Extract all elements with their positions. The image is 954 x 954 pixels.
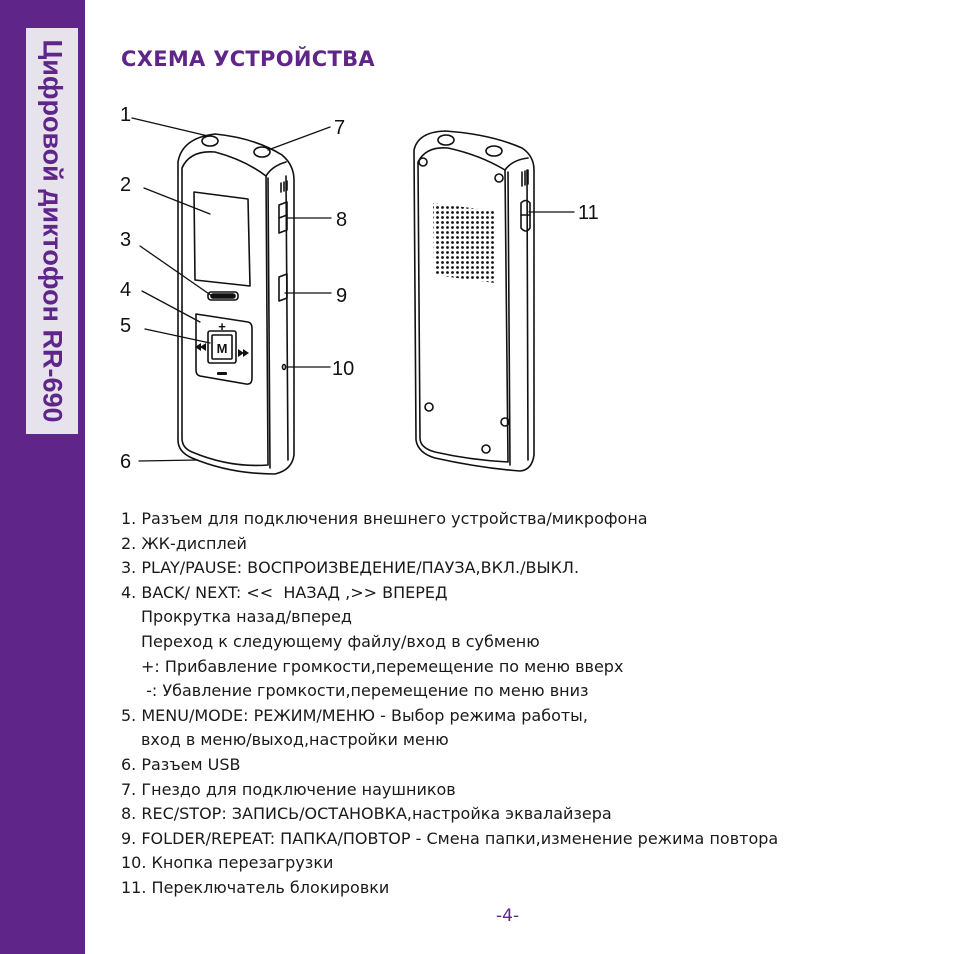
callout-2: 2 xyxy=(120,174,131,196)
list-item: 1. Разъем для подключения внешнего устро… xyxy=(121,509,648,528)
callout-9: 9 xyxy=(336,285,347,307)
callout-7: 7 xyxy=(334,117,345,139)
list-item: +: Прибавление громкости,перемещение по … xyxy=(141,656,624,676)
callout-10: 10 xyxy=(332,358,354,380)
list-item: вход в меню/выход,настройки меню xyxy=(141,730,449,750)
list-item: Переход к следующему файлу/вход в субмен… xyxy=(141,631,540,651)
device-diagram: M + xyxy=(120,104,599,475)
list-item: 4. BACK/ NEXT: << НАЗАД ,>> ВПЕРЕД xyxy=(121,582,448,602)
callout-3: 3 xyxy=(120,229,131,251)
callout-1: 1 xyxy=(120,104,131,126)
list-item: 7. Гнездо для подключение наушников xyxy=(121,779,456,799)
callout-11: 11 xyxy=(578,202,599,224)
list-item: Прокрутка назад/вперед xyxy=(141,607,352,627)
sidebar-title: Цифровой диктофон RR-690 xyxy=(37,39,68,423)
sidebar: Цифровой диктофон RR-690 xyxy=(0,0,85,954)
callout-4: 4 xyxy=(120,279,131,301)
speaker-grill xyxy=(433,203,495,283)
callout-6: 6 xyxy=(120,451,131,473)
sidebar-label-box xyxy=(26,28,78,434)
back-device-illustration xyxy=(413,130,535,472)
list-item: 10. Кнопка перезагрузки xyxy=(121,853,334,873)
callout-8: 8 xyxy=(336,209,347,231)
menu-key-label: M xyxy=(217,341,228,356)
list-item: 6. Разъем USB xyxy=(121,754,241,774)
list-item: 11. Переключатель блокировки xyxy=(121,877,390,897)
callout-5: 5 xyxy=(120,315,131,337)
list-item: 2. ЖК-дисплей xyxy=(121,533,247,553)
svg-text:+: + xyxy=(218,319,226,334)
list-item: 3. PLAY/PAUSE: ВОСПРОИЗВЕДЕНИЕ/ПАУЗА,ВКЛ… xyxy=(121,558,580,578)
list-item: -: Убавление громкости,перемещение по ме… xyxy=(141,681,589,701)
list-item: 8. REC/STOP: ЗАПИСЬ/ОСТАНОВКА,настройка … xyxy=(121,804,612,824)
front-device-illustration xyxy=(177,133,295,475)
parts-list: 1. Разъем для подключения внешнего устро… xyxy=(121,507,778,901)
page-heading: СХЕМА УСТРОЙСТВА xyxy=(121,47,375,71)
list-item: 5. MENU/MODE: РЕЖИМ/МЕНЮ - Выбор режима … xyxy=(121,705,588,725)
page-number: -4- xyxy=(496,906,520,926)
list-item: 9. FOLDER/REPEAT: ПАПКА/ПОВТОР - Смена п… xyxy=(121,828,779,848)
